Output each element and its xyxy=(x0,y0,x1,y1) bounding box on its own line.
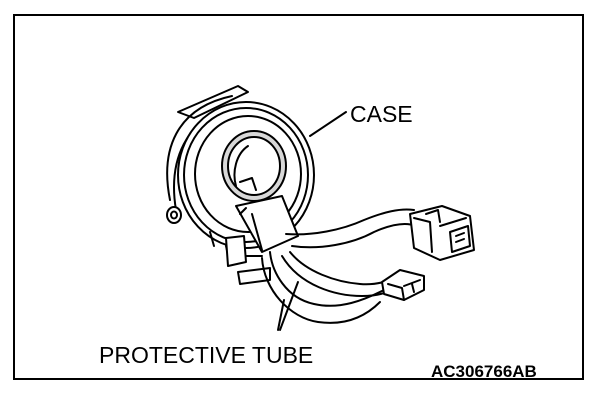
large-connector xyxy=(409,205,475,261)
protective-tube-wires xyxy=(261,208,417,324)
case-leader-line xyxy=(309,111,347,137)
protective-tube-label: PROTECTIVE TUBE xyxy=(99,342,314,368)
small-connector xyxy=(381,269,425,301)
case-label: CASE xyxy=(350,101,413,127)
tube-leader-line-2 xyxy=(279,281,299,331)
tube-leader-line-1 xyxy=(277,299,285,331)
figure-id: AC306766AB xyxy=(431,362,537,381)
case-housing xyxy=(166,85,315,265)
case-connector-block xyxy=(225,195,299,285)
